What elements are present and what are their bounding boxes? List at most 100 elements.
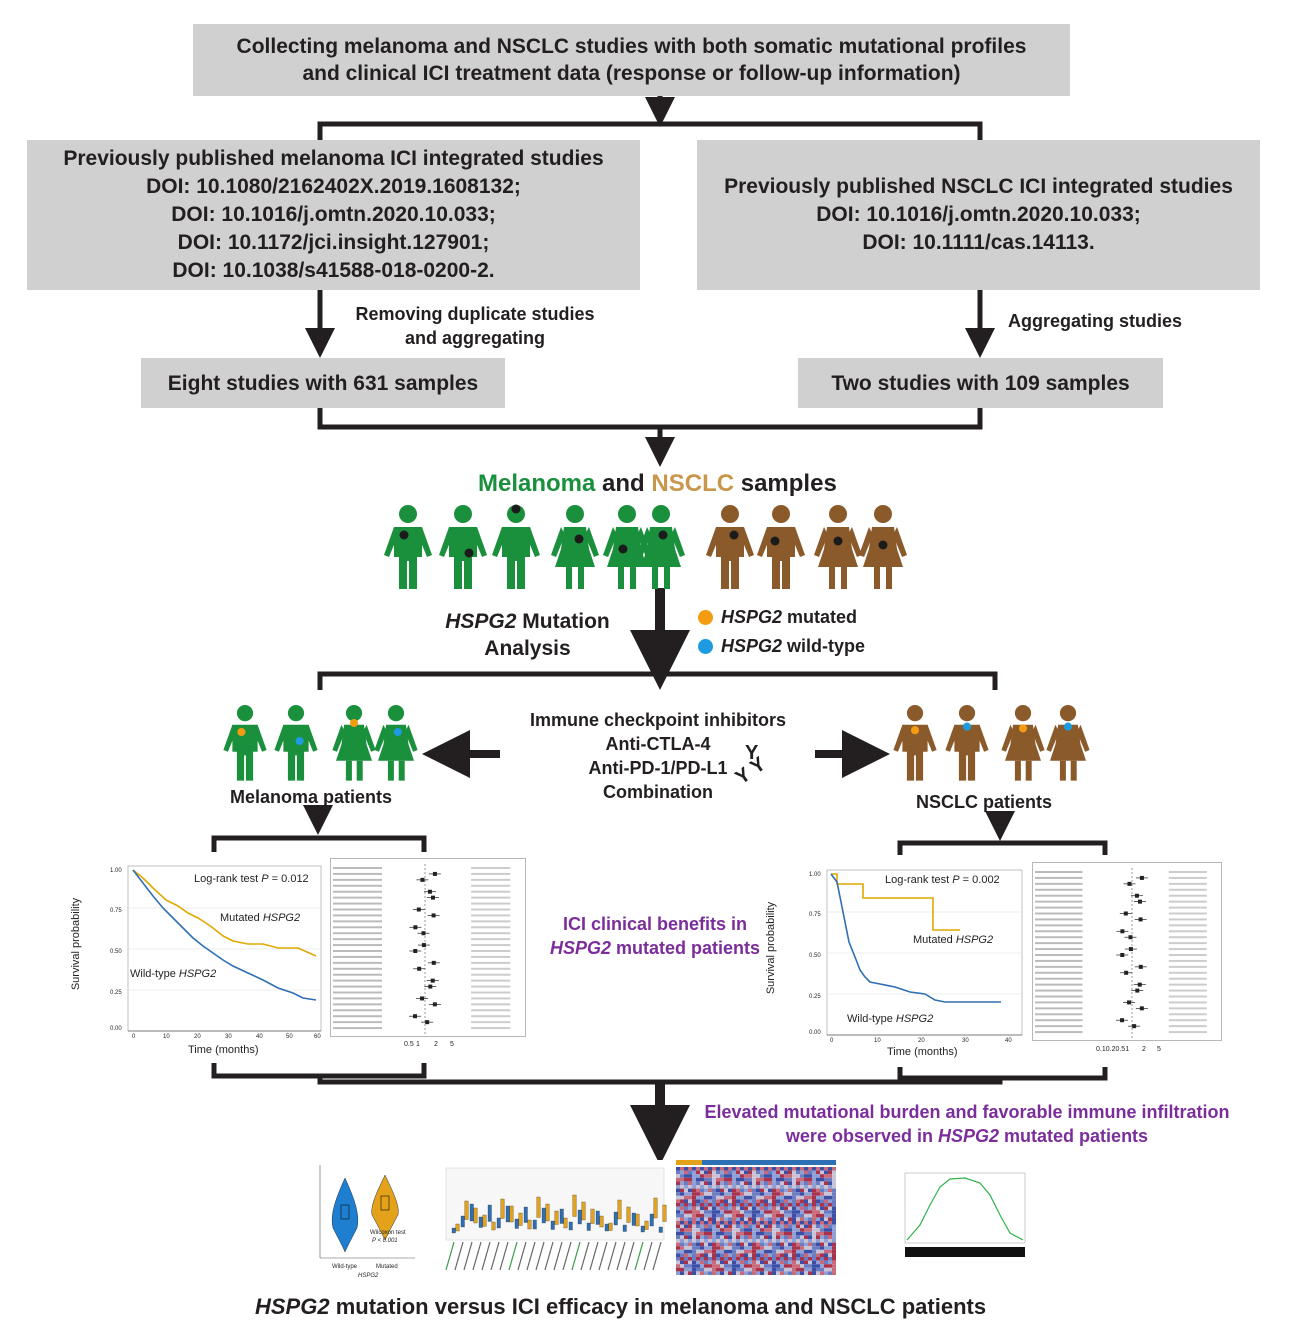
- doi-line: DOI: 10.1038/s41588-018-0200-2.: [172, 259, 495, 282]
- p-symbol: P: [261, 873, 269, 885]
- male-figure-icon: [384, 505, 432, 589]
- burden-line1: Elevated mutational burden and favorable…: [704, 1102, 1230, 1122]
- top-box-line2: and clinical ICI treatment data (respons…: [302, 62, 961, 85]
- km-xtick: 60: [314, 1034, 321, 1040]
- female-figure-icon: [1001, 705, 1045, 781]
- km-ytick: 0.00: [110, 1026, 122, 1032]
- footer-gene: HSPG2: [255, 1294, 330, 1319]
- logrank-label: Log-rank test: [885, 874, 950, 886]
- km-xtick: 20: [194, 1034, 201, 1040]
- km-ytick: 0.50: [110, 949, 122, 955]
- legend-gene: HSPG2: [721, 607, 783, 627]
- legend-mutated: HSPG2 mutated: [698, 607, 857, 628]
- km-mutated-label: Mutated HSPG2: [913, 934, 993, 946]
- samples-title-and: and: [602, 470, 645, 497]
- km-logrank: Log-rank test P = 0.002: [885, 874, 1000, 886]
- wildtype-dot-icon: [698, 639, 713, 654]
- analysis-line1: Mutation: [522, 610, 610, 633]
- forest-tick: 5: [1157, 1046, 1161, 1053]
- footer-text: mutation versus ICI efficacy in melanoma…: [335, 1294, 987, 1319]
- analysis-gene: HSPG2: [445, 610, 517, 633]
- km-ytick: 0.25: [110, 990, 122, 996]
- p-symbol: P: [952, 874, 960, 886]
- forest-tick: 0.5: [404, 1041, 414, 1048]
- melanoma-patients-label: Melanoma patients: [230, 787, 393, 807]
- immune-boxplot: [428, 1160, 668, 1285]
- ici-item: Anti-PD-1/PD-L1: [588, 758, 728, 778]
- forest-tick: 2: [1142, 1046, 1146, 1053]
- mutated-dot-icon: [698, 610, 713, 625]
- legend-gene: HSPG2: [721, 636, 783, 656]
- km-ytick: 1.00: [809, 872, 821, 878]
- melanoma-studies-box: Previously published melanoma ICI integr…: [27, 140, 640, 290]
- benefit-line2: mutated patients: [616, 938, 761, 958]
- forest-tick: 0.10.20.51: [1096, 1046, 1130, 1053]
- km-ytick: 0.00: [809, 1030, 821, 1036]
- km-xtick: 0: [830, 1038, 834, 1044]
- nsclc-patients-label: NSCLC patients: [916, 792, 1053, 812]
- left-step-line1: Removing duplicate studies: [355, 304, 595, 324]
- forest-plot-melanoma: 0.5 1 2 5: [330, 858, 526, 1063]
- p-value: = 0.002: [962, 874, 1000, 886]
- footer-caption: HSPG2 mutation versus ICI efficacy in me…: [255, 1294, 986, 1320]
- left-step-label: Removing duplicate studies and aggregati…: [330, 302, 620, 350]
- mutated-label: Mutated: [913, 934, 953, 946]
- female-figure-icon: [859, 505, 907, 589]
- samples-title: Melanoma and NSCLC samples: [478, 470, 837, 498]
- burden-gene: HSPG2: [938, 1126, 1000, 1146]
- male-figure-icon: [274, 705, 318, 781]
- female-figure-icon: [551, 505, 599, 589]
- nsclc-studies-box: Previously published NSCLC ICI integrate…: [697, 140, 1260, 290]
- gsea-plot: [895, 1165, 1030, 1275]
- male-figure-icon: [706, 505, 754, 589]
- wild-gene: HSPG2: [178, 968, 217, 980]
- wild-gene: HSPG2: [895, 1013, 934, 1025]
- violin-p: P < 0.001: [372, 1238, 398, 1244]
- female-figure-icon: [374, 705, 418, 781]
- km-xaxis-label: Time (months): [887, 1046, 958, 1058]
- ici-item: Combination: [603, 782, 713, 802]
- mutation-analysis-label: HSPG2 Mutation Analysis: [420, 608, 635, 662]
- p-value: = 0.012: [271, 873, 309, 885]
- km-plot-nsclc: Survival probability 1.00 0.75 0.50 0.25…: [765, 862, 1027, 1067]
- km-ytick: 0.75: [110, 908, 122, 914]
- legend-text: wild-type: [787, 636, 866, 656]
- burden-line2b: mutated patients: [1004, 1126, 1149, 1146]
- km-xtick: 50: [286, 1034, 293, 1040]
- burden-line2a: were observed in: [785, 1126, 933, 1146]
- km-wild-label: Wild-type HSPG2: [130, 968, 216, 980]
- male-figure-icon: [945, 705, 989, 781]
- burden-label: Elevated mutational burden and favorable…: [672, 1100, 1262, 1148]
- violin-x1: Wild-type: [332, 1264, 358, 1270]
- forest-tick: 5: [450, 1041, 454, 1048]
- forest-plot-nsclc: 0.10.20.51 2 5: [1032, 862, 1222, 1067]
- doi-line: DOI: 10.1172/jci.insight.127901;: [177, 231, 490, 254]
- top-box: Collecting melanoma and NSCLC studies wi…: [193, 24, 1070, 96]
- forest-tick: 2: [434, 1041, 438, 1048]
- km-ytick: 0.75: [809, 912, 821, 918]
- male-figure-icon: [439, 505, 487, 589]
- km-xtick: 40: [256, 1034, 263, 1040]
- km-xtick: 0: [132, 1034, 136, 1040]
- violin-xgene: HSPG2: [358, 1273, 379, 1279]
- samples-title-samples: samples: [740, 470, 837, 497]
- km-plot-melanoma: Survival probability 1.00 0.75 0.50 0.25…: [70, 858, 326, 1063]
- km-xtick: 10: [874, 1038, 881, 1044]
- male-figure-icon: [757, 505, 805, 589]
- km-ytick: 1.00: [110, 868, 122, 874]
- violin-x2: Mutated: [376, 1264, 398, 1270]
- samples-title-nsclc: NSCLC: [651, 470, 735, 497]
- km-yaxis-label: Survival probability: [70, 897, 83, 991]
- km-yaxis-label: Survival probability: [765, 901, 778, 995]
- benefit-gene: HSPG2: [549, 938, 611, 958]
- male-figure-icon: [893, 705, 937, 781]
- doi-line: DOI: 10.1080/2162402X.2019.1608132;: [146, 175, 521, 198]
- legend-wildtype: HSPG2 wild-type: [698, 636, 865, 657]
- ici-list: Immune checkpoint inhibitors Anti-CTLA-4…: [498, 708, 818, 804]
- ici-item: Anti-CTLA-4: [605, 734, 711, 754]
- left-step-line2: and aggregating: [404, 328, 545, 348]
- right-step-label: Aggregating studies: [1007, 311, 1182, 331]
